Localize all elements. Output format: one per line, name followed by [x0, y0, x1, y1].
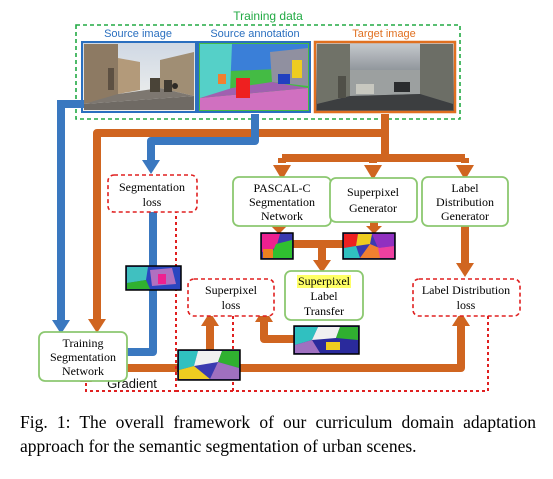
pascal-c-network-box: PASCAL-C Segmentation Network — [232, 176, 332, 227]
figure-caption: Fig. 1: The overall framework of our cur… — [20, 412, 536, 456]
training-data-title: Training data — [233, 9, 303, 23]
svg-text:Segmentation: Segmentation — [50, 350, 116, 364]
network-output-thumbnail — [125, 265, 182, 291]
training-segmentation-network-box: Training Segmentation Network — [38, 331, 128, 382]
svg-text:Superpixel: Superpixel — [298, 274, 351, 288]
svg-text:loss: loss — [143, 195, 162, 209]
superpixel-loss-box: Superpixel loss — [187, 278, 275, 317]
source-annotation-title: Source annotation — [210, 28, 299, 40]
transfer-map-to-splloss-arrow — [260, 320, 303, 343]
svg-text:loss: loss — [222, 298, 241, 312]
svg-text:PASCAL-C: PASCAL-C — [254, 181, 311, 195]
orange-arrowheads — [88, 165, 474, 333]
annotation-to-segloss-arrow — [147, 114, 259, 160]
target-image-title: Target image — [352, 28, 416, 40]
svg-text:Superpixel: Superpixel — [205, 283, 258, 297]
training-data-box — [75, 24, 461, 120]
svg-text:Segmentation: Segmentation — [119, 180, 185, 194]
source-annotation — [197, 41, 311, 113]
source-image-title: Source image — [104, 28, 172, 40]
svg-text:Distribution: Distribution — [436, 195, 494, 209]
source-image-arrow-start — [57, 100, 84, 108]
net-to-segloss-arrow — [126, 205, 157, 356]
svg-text:Network: Network — [62, 364, 104, 378]
superpixel-label-transfer-box: Superpixel Label Transfer — [284, 270, 364, 321]
svg-text:loss: loss — [457, 298, 476, 312]
framework-diagram: Training data Source image Source annota… — [38, 9, 521, 392]
svg-text:Network: Network — [261, 209, 303, 223]
pascal-output-thumbnail — [260, 232, 294, 260]
network-prediction-map — [177, 349, 241, 381]
source-image — [81, 41, 197, 113]
svg-text:Transfer: Transfer — [304, 304, 344, 318]
svg-text:Label Distribution: Label Distribution — [422, 283, 510, 297]
segmentation-loss-box: Segmentation loss — [107, 174, 198, 213]
label-distribution-generator-box: Label Distribution Generator — [421, 176, 509, 227]
target-image — [313, 40, 457, 114]
target-to-training-arrow — [93, 114, 389, 321]
svg-text:Training: Training — [63, 336, 104, 350]
svg-text:Superpixel: Superpixel — [347, 185, 400, 199]
superpixel-output-thumbnail — [342, 232, 396, 260]
svg-text:Label: Label — [451, 181, 479, 195]
label-distribution-loss-box: Label Distribution loss — [412, 278, 521, 317]
transfer-output-map — [293, 325, 360, 355]
svg-text:Generator: Generator — [349, 201, 397, 215]
svg-text:Generator: Generator — [441, 209, 489, 223]
blue-arrows — [57, 100, 259, 356]
superpixel-generator-box: Superpixel Generator — [329, 177, 418, 223]
svg-text:Segmentation: Segmentation — [249, 195, 315, 209]
svg-text:Label: Label — [310, 289, 338, 303]
